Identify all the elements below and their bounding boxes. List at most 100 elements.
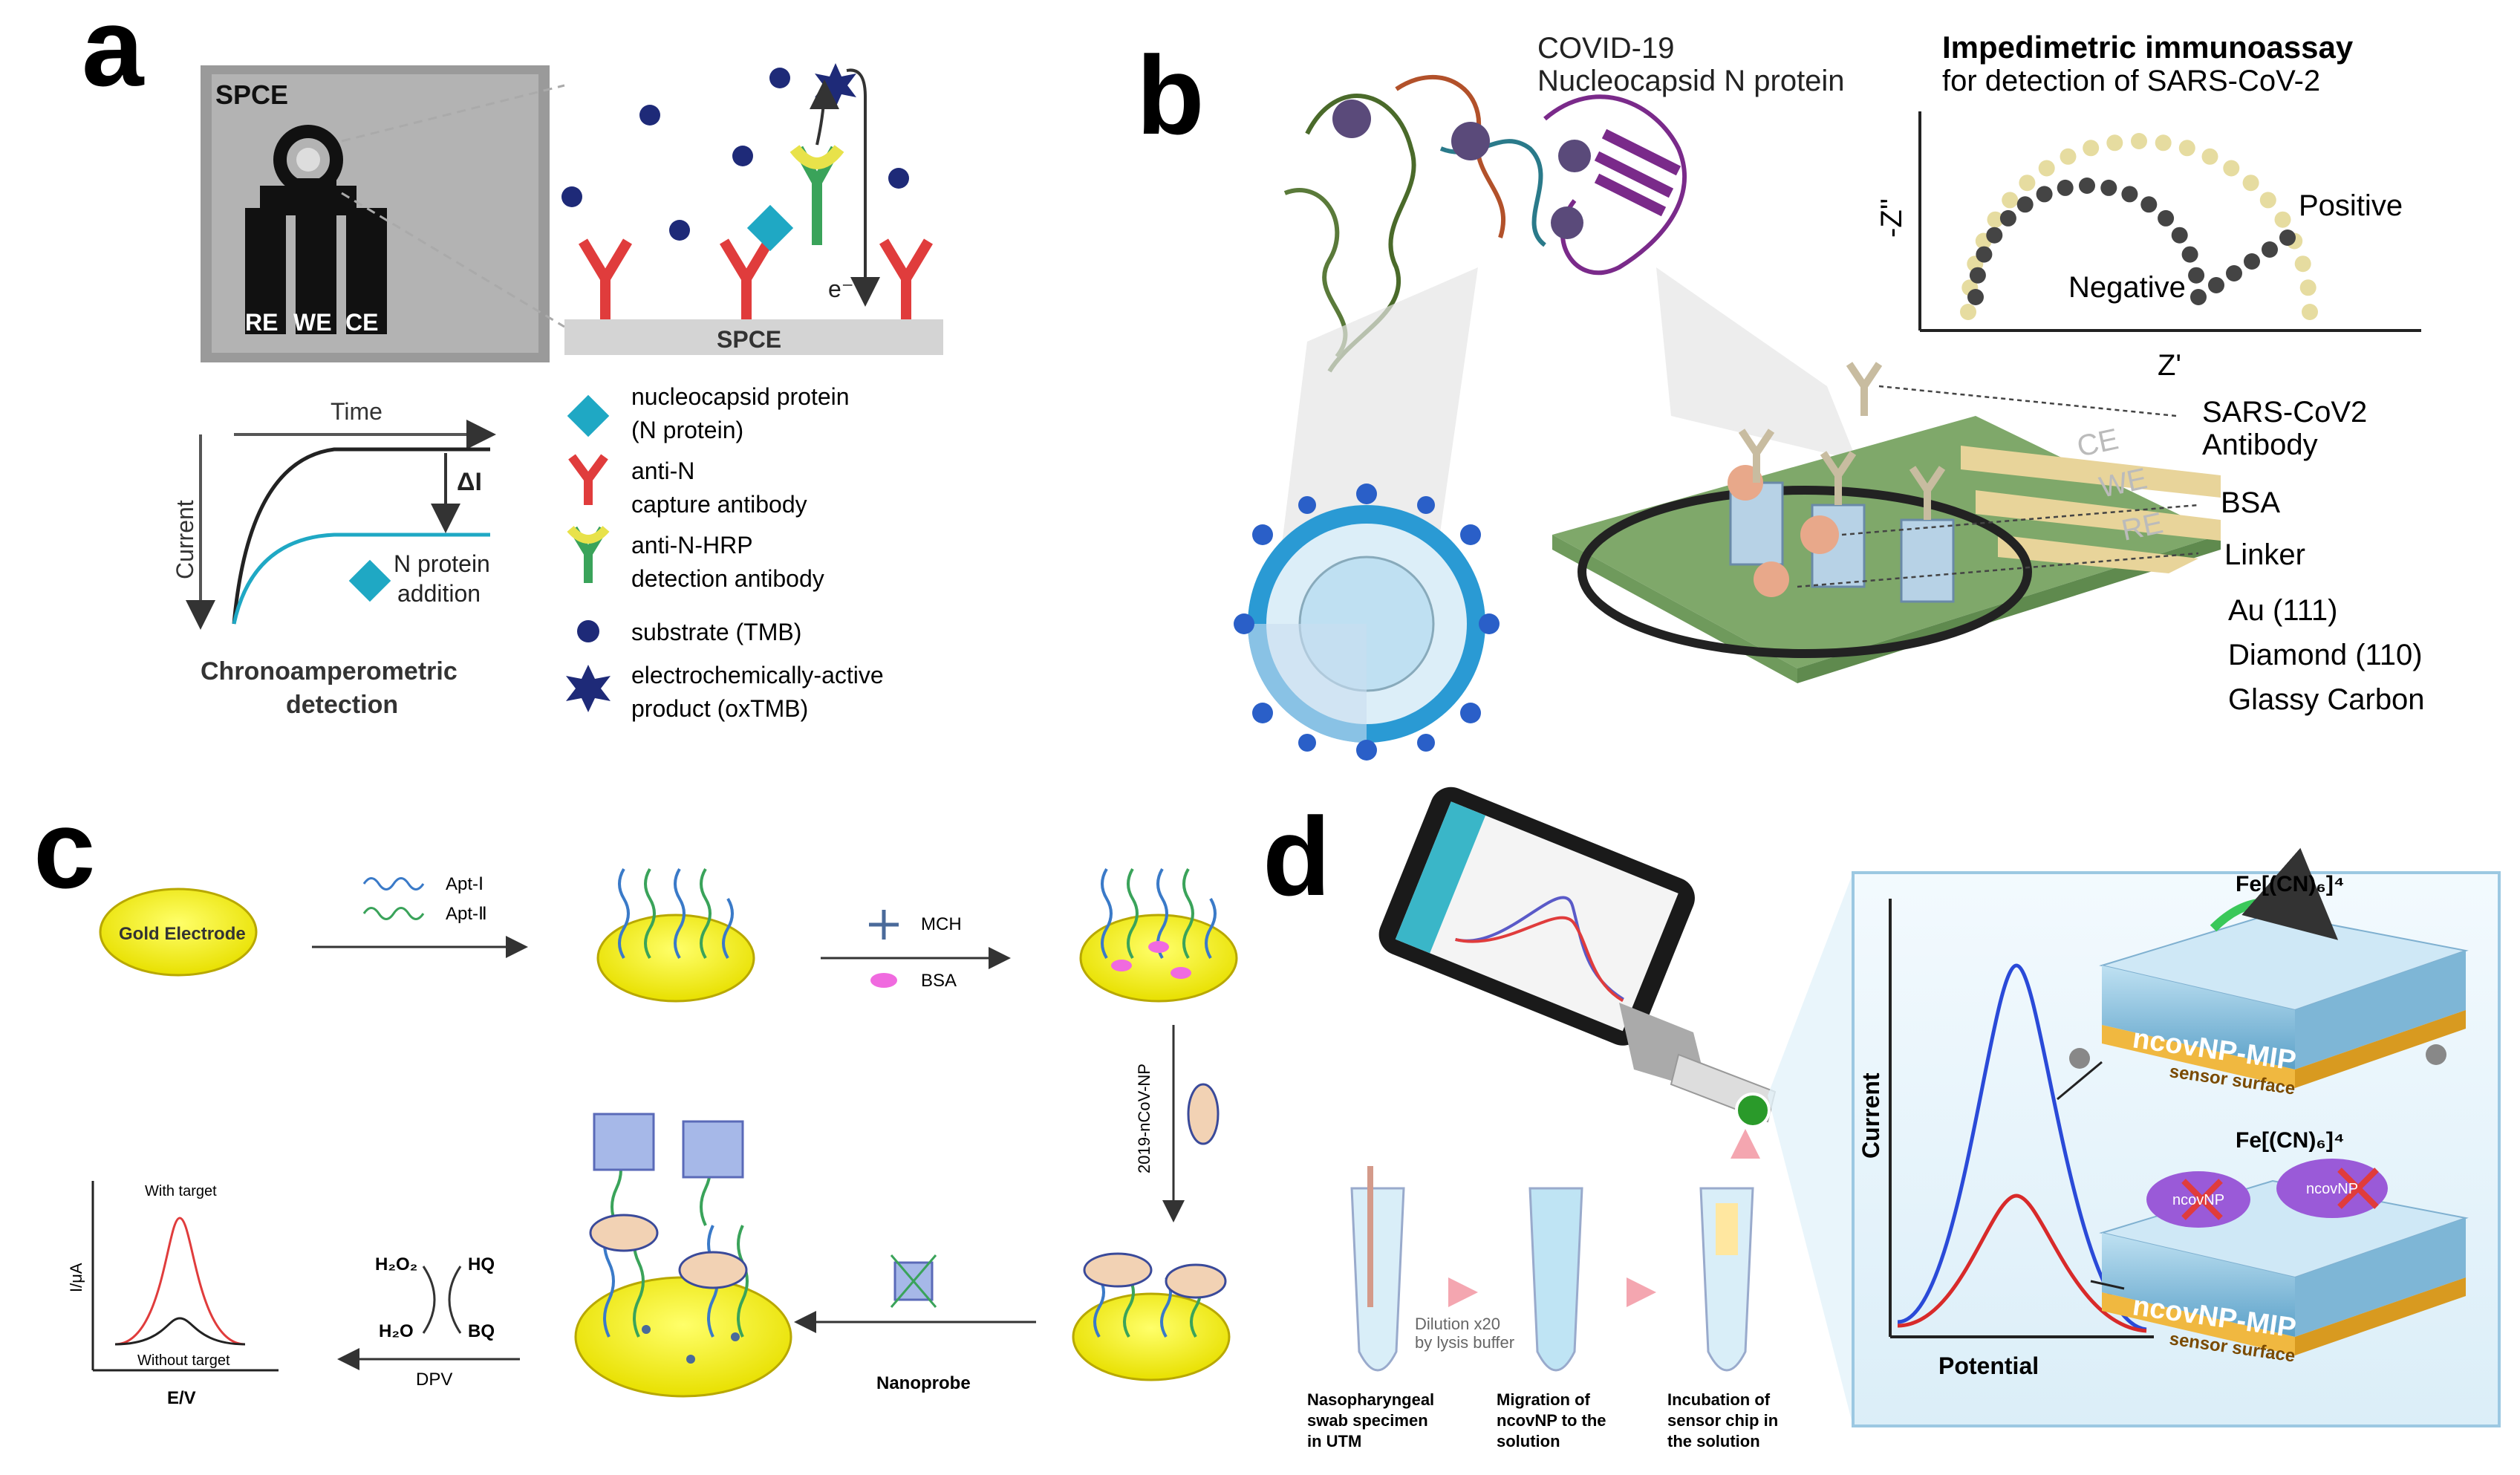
nyquist-point: [2106, 134, 2123, 152]
dpv-x-label: E/V: [167, 1388, 196, 1408]
nyquist-point: [2083, 140, 2100, 157]
legend-capture-line2: capture antibody: [631, 491, 807, 518]
gold-electrode-label: Gold Electrode: [119, 924, 246, 944]
nyquist-point: [2019, 175, 2036, 192]
assay-subtitle: for detection of SARS-CoV-2: [1942, 65, 2320, 97]
panel-a-letter: a: [82, 0, 145, 109]
step3-line3: the solution: [1667, 1432, 1760, 1450]
spce-photo-label: SPCE: [215, 79, 288, 110]
target-label: 2019-nCoV-NP: [1135, 1064, 1153, 1173]
bsa-icon: [870, 973, 897, 988]
apt1-label: Apt-Ⅰ: [446, 874, 484, 894]
electrode-blocked: [1079, 914, 1238, 1003]
nyquist-point: [2155, 134, 2172, 152]
step1-line2: swab specimen: [1307, 1411, 1428, 1430]
dpv-label: DPV: [416, 1370, 452, 1390]
n-protein-addition-line2: addition: [397, 580, 481, 607]
label-linker: Linker: [2224, 538, 2305, 571]
detection-antibody: [789, 144, 844, 245]
nyquist-point: [2244, 253, 2260, 270]
redox-label-top: Fe[(CN)₆]⁴: [2236, 872, 2345, 896]
current-label: Current: [172, 500, 198, 579]
nyquist-point: [1999, 209, 2016, 227]
smartphone: [1378, 787, 1777, 1128]
gold-electrode: [99, 888, 258, 977]
ncovnp-label-1: ncovNP: [2172, 1192, 2224, 1208]
detection-antibody-icon: [567, 525, 610, 583]
apt2-label: Apt-Ⅱ: [446, 904, 487, 924]
spce-photo: SPCE RE WE CE: [201, 65, 550, 362]
nyquist-point: [1960, 304, 1976, 320]
label-antibody-line2: Antibody: [2202, 429, 2318, 461]
nyquist-point: [2302, 304, 2318, 320]
nyquist-point: [2036, 186, 2053, 203]
nyquist-point: [2100, 179, 2117, 196]
protein-title-line1: COVID-19: [1537, 32, 1675, 65]
without-target-label: Without target: [137, 1352, 230, 1369]
diamond-icon: [567, 394, 610, 437]
nyquist-y-label: -Z'': [1875, 198, 1908, 238]
nyquist-point: [2121, 186, 2138, 203]
with-target-label: With target: [145, 1183, 217, 1199]
electrode-label-ce: CE: [345, 309, 378, 336]
pillars: [1728, 362, 1955, 603]
negative-curve: [1967, 178, 2296, 305]
capture-antibody-icon: [568, 454, 608, 505]
assay-title: Impedimetric immunoassay: [1942, 30, 2354, 65]
dilution-line1: Dilution x20: [1415, 1315, 1500, 1333]
nyquist-point: [2140, 196, 2158, 213]
negative-label: Negative: [2068, 271, 2186, 304]
mch-icon: [869, 910, 899, 940]
panel-a-legend: nucleocapsid protein (N protein) anti-N …: [566, 383, 884, 722]
dpv-plot: I/μA E/V With target Without target: [67, 1181, 279, 1408]
nyquist-point: [2299, 279, 2316, 296]
nyquist-point: [1969, 267, 1986, 284]
nyquist-point: [2259, 192, 2276, 209]
elisa-scheme: SPCE: [561, 63, 943, 355]
legend-detection-line1: anti-N-HRP: [631, 532, 753, 559]
sensor-chip: CE WE RE: [1552, 362, 2221, 683]
nanoprobe-label: Nanoprobe: [876, 1373, 971, 1393]
capture-antibody: [578, 238, 934, 319]
step1-line3: in UTM: [1307, 1432, 1361, 1450]
legend-detection-line2: detection antibody: [631, 565, 824, 592]
nyquist-point: [2181, 246, 2198, 263]
nyquist-point: [2274, 211, 2291, 228]
mip-x-label: Potential: [1938, 1352, 2039, 1379]
ncovnp-label-2: ncovNP: [2306, 1181, 2358, 1197]
nyquist-point: [2262, 241, 2278, 258]
positive-label: Positive: [2299, 189, 2403, 222]
step3-line1: Incubation of: [1667, 1390, 1771, 1409]
electrode-target: [1072, 1292, 1231, 1381]
np-target-icon: [1187, 1083, 1220, 1145]
panel-b: b COVID-19 Nucleocapsid N protein: [1136, 30, 2425, 761]
dpv-y-label: I/μA: [67, 1263, 85, 1292]
tmb-dots: [561, 68, 909, 241]
sample-tubes: [1350, 1129, 1760, 1372]
panel-d-letter: d: [1263, 794, 1331, 919]
n-protein-diamond: [746, 204, 794, 252]
nyquist-point: [2226, 265, 2242, 281]
nyquist-point: [2294, 255, 2311, 273]
electrode-label-we: WE: [293, 309, 332, 336]
label-au: Au (111): [2228, 594, 2337, 627]
h2o2-label: H₂O₂: [375, 1254, 417, 1274]
nyquist-point: [2016, 196, 2034, 213]
nyquist-point: [2060, 148, 2077, 165]
nyquist-point: [2171, 227, 2188, 244]
nyquist-point: [2208, 277, 2224, 293]
label-antibody-line1: SARS-CoV2: [2202, 396, 2367, 429]
panel-c-letter: c: [33, 787, 95, 911]
chrono-caption-line2: detection: [286, 691, 398, 719]
legend-n-protein-line2: (N protein): [631, 417, 743, 443]
nyquist-point: [2178, 140, 2195, 157]
legend-oxtmb-line2: product (oxTMB): [631, 695, 808, 722]
label-bsa: BSA: [2221, 486, 2280, 519]
legend-tmb: substrate (TMB): [631, 619, 801, 645]
nyquist-point: [2188, 267, 2205, 284]
bq-label: BQ: [468, 1321, 495, 1341]
hq-label: HQ: [468, 1254, 495, 1274]
nyquist-point: [2201, 148, 2218, 165]
panel-d: d Dilution x20 by lysis: [1263, 787, 2501, 1450]
